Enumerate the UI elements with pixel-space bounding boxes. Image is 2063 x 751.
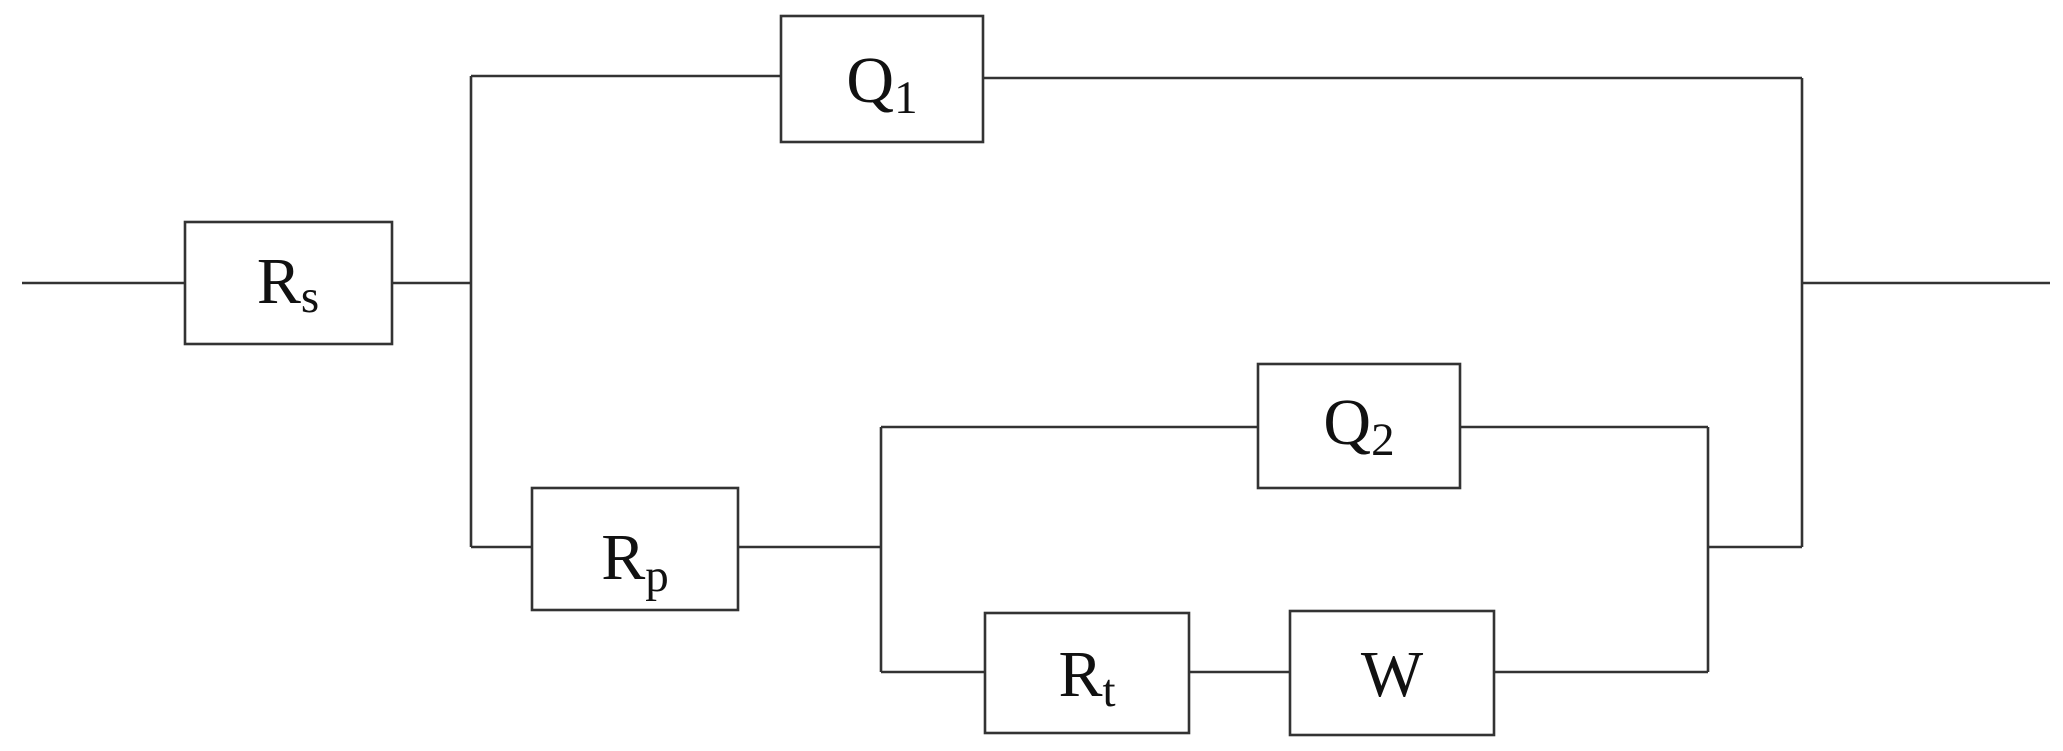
resistor-rp-box [530,486,740,612]
resistor-rs-box [183,220,394,346]
resistor-rp-label: Rp [601,521,669,602]
w-symbol: W [1361,638,1424,711]
resistor-rp: Rp [530,486,740,612]
resistor-rt-box [983,611,1191,735]
q2-symbol: Q [1323,386,1371,459]
resistor-rt: Rt [983,611,1191,735]
cpe-q1-box [779,14,985,144]
warburg-w-box [1288,609,1496,737]
resistor-rs-label: Rs [257,245,319,323]
q2-subscript: 2 [1371,414,1395,466]
cpe-q1: Q1 [779,14,985,144]
resistor-rt-label: Rt [1058,638,1115,717]
cpe-q2-box [1256,362,1462,490]
rt-subscript: t [1102,665,1115,717]
q1-subscript: 1 [894,72,918,124]
rp-subscript: p [645,550,669,602]
circuit-wires [22,74,2050,674]
warburg-w-label: W [1361,638,1424,711]
rp-symbol: R [601,521,645,594]
cpe-q2-label: Q2 [1323,386,1394,466]
cpe-q2: Q2 [1256,362,1462,490]
rt-symbol: R [1058,638,1102,711]
warburg-w: W [1288,609,1496,737]
resistor-rs: Rs [183,220,394,346]
rs-subscript: s [301,271,319,323]
rs-symbol: R [257,245,301,318]
q1-symbol: Q [846,44,894,117]
cpe-q1-label: Q1 [846,44,917,124]
